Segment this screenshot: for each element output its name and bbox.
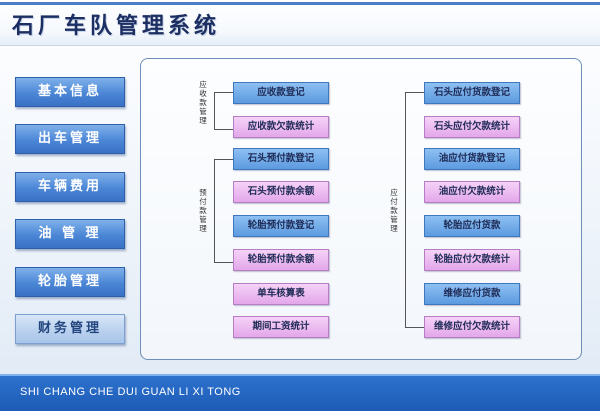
nav-finance-button[interactable]: 财务管理 bbox=[15, 314, 125, 344]
tire-prepay-balance-button[interactable]: 轮胎预付款余额 bbox=[233, 249, 329, 271]
repair-payable-arrears-button[interactable]: 维修应付欠款统计 bbox=[424, 316, 520, 338]
footer-pinyin-text: SHI CHANG CHE DUI GUAN LI XI TONG bbox=[20, 386, 241, 398]
bracket-tick bbox=[413, 92, 424, 93]
header-banner: 石厂车队管理系统 bbox=[0, 0, 600, 46]
stone-prepay-register-button[interactable]: 石头预付款登记 bbox=[233, 148, 329, 170]
payable-bracket bbox=[405, 92, 413, 328]
tire-payable-button[interactable]: 轮胎应付货款 bbox=[424, 215, 520, 237]
oil-payable-register-button[interactable]: 油应付货款登记 bbox=[424, 148, 520, 170]
footer-bar: SHI CHANG CHE DUI GUAN LI XI TONG bbox=[0, 374, 600, 411]
nav-vehicle-cost-button[interactable]: 车辆费用 bbox=[15, 172, 125, 202]
repair-payable-button[interactable]: 维修应付货款 bbox=[424, 283, 520, 305]
finance-panel bbox=[140, 58, 582, 360]
receivable-arrears-stats-button[interactable]: 应收款欠款统计 bbox=[233, 116, 329, 138]
tire-payable-arrears-button[interactable]: 轮胎应付欠款统计 bbox=[424, 249, 520, 271]
prepaid-group-label: 预付款管理 bbox=[199, 188, 207, 233]
tire-prepay-register-button[interactable]: 轮胎预付款登记 bbox=[233, 215, 329, 237]
oil-payable-arrears-button[interactable]: 油应付欠款统计 bbox=[424, 181, 520, 203]
bracket-tick bbox=[222, 129, 233, 130]
prepaid-bracket bbox=[214, 159, 222, 263]
header-accent-line bbox=[0, 2, 600, 5]
payable-group-label: 应付款管理 bbox=[390, 188, 398, 233]
receivable-register-button[interactable]: 应收款登记 bbox=[233, 82, 329, 104]
bracket-tick bbox=[222, 159, 233, 160]
stone-prepay-balance-button[interactable]: 石头预付款余额 bbox=[233, 181, 329, 203]
receivable-group-label: 应收款管理 bbox=[199, 80, 207, 125]
bracket-tick bbox=[222, 92, 233, 93]
nav-oil-management-button[interactable]: 油 管 理 bbox=[15, 219, 125, 249]
page-title: 石厂车队管理系统 bbox=[12, 13, 221, 39]
nav-tire-management-button[interactable]: 轮胎管理 bbox=[15, 267, 125, 297]
bracket-tick bbox=[413, 327, 424, 328]
nav-basic-info-button[interactable]: 基本信息 bbox=[15, 77, 125, 107]
receivable-bracket bbox=[214, 92, 222, 130]
stone-payable-register-button[interactable]: 石头应付货款登记 bbox=[424, 82, 520, 104]
bracket-tick bbox=[222, 262, 233, 263]
period-wage-stats-button[interactable]: 期间工资统计 bbox=[233, 316, 329, 338]
footer-accent-line bbox=[0, 374, 600, 376]
stone-payable-arrears-button[interactable]: 石头应付欠款统计 bbox=[424, 116, 520, 138]
single-vehicle-accounting-button[interactable]: 单车核算表 bbox=[233, 283, 329, 305]
nav-dispatch-button[interactable]: 出车管理 bbox=[15, 124, 125, 154]
